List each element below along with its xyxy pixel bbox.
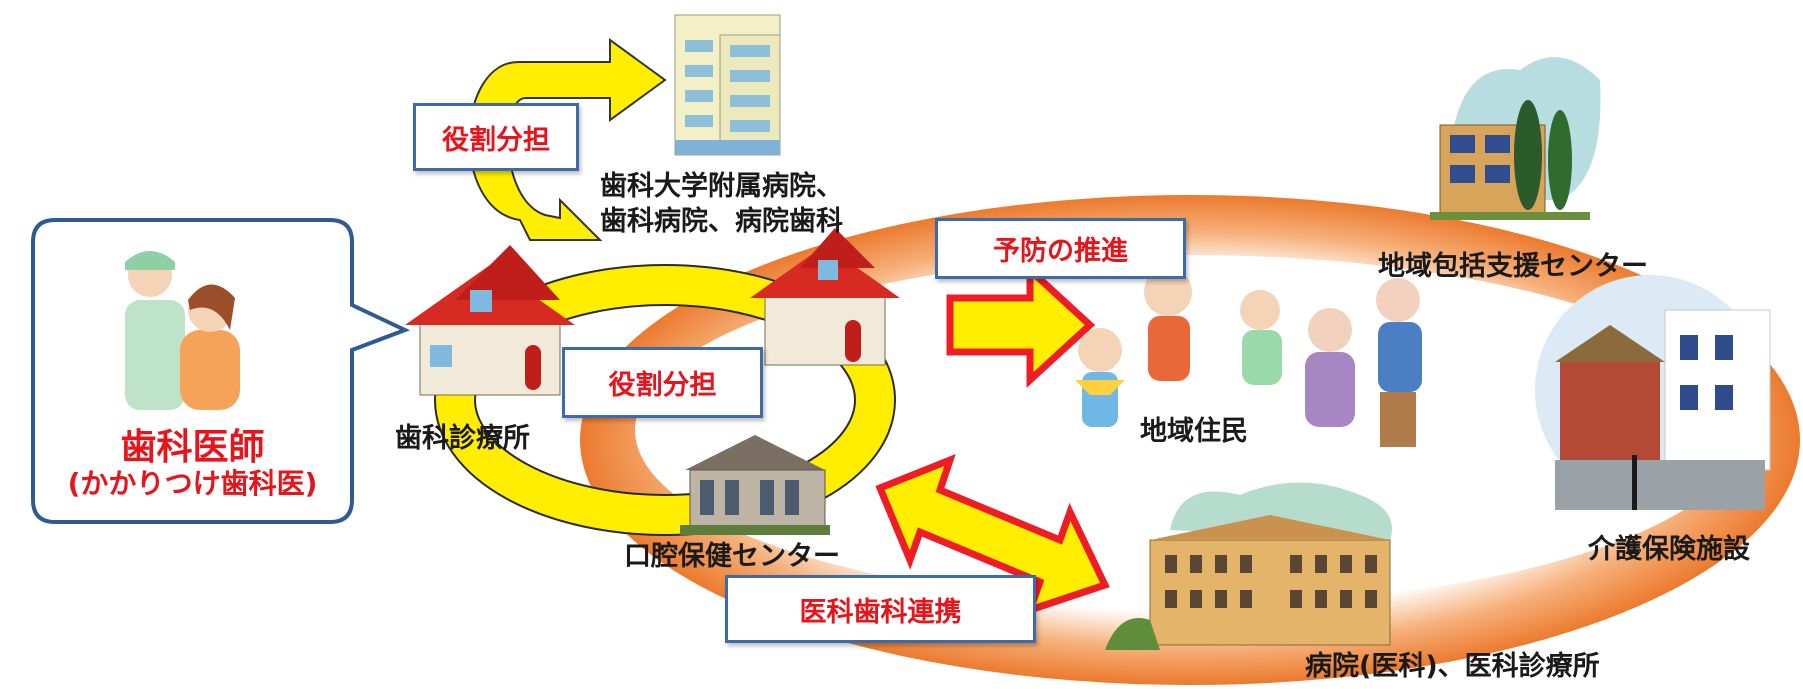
role-sharing-box-top: 役割分担 bbox=[413, 103, 579, 171]
dental-clinic-house-right bbox=[750, 228, 900, 366]
collaboration-arrow bbox=[875, 453, 1110, 616]
dental-clinic-house-left bbox=[405, 245, 575, 396]
support-center-building bbox=[1430, 57, 1601, 220]
dental-clinic-label: 歯科診療所 bbox=[395, 423, 530, 454]
prevention-box: 予防の推進 bbox=[935, 218, 1186, 279]
care-facility-label: 介護保険施設 bbox=[1588, 534, 1750, 565]
role-sharing-box-middle: 役割分担 bbox=[562, 347, 763, 418]
collaboration-box: 医科歯科連携 bbox=[725, 575, 1036, 643]
residents-illustration bbox=[1075, 268, 1422, 447]
prevention-arrow bbox=[946, 262, 1096, 388]
medical-hospital-building bbox=[1105, 482, 1392, 650]
clinic-loop bbox=[434, 264, 896, 536]
residents-label: 地域住民 bbox=[1140, 416, 1248, 447]
dentist-title: 歯科医師 bbox=[120, 427, 265, 468]
medical-hospital-label: 病院(医科)、医科診療所 bbox=[1305, 651, 1600, 682]
university-hospital-label-2: 歯科病院、病院歯科 bbox=[600, 206, 843, 237]
university-hospital-label: 歯科大学附属病院、 bbox=[600, 171, 843, 202]
dentist-subtitle: (かかりつけ歯科医) bbox=[67, 467, 318, 500]
university-hospital-building bbox=[674, 14, 781, 156]
oral-health-center-label: 口腔保健センター bbox=[624, 541, 840, 572]
oral-health-center-building bbox=[680, 435, 830, 535]
care-facility-building bbox=[1535, 275, 1771, 510]
dentist-illustration bbox=[125, 251, 240, 410]
support-center-label: 地域包括支援センター bbox=[1378, 251, 1648, 282]
